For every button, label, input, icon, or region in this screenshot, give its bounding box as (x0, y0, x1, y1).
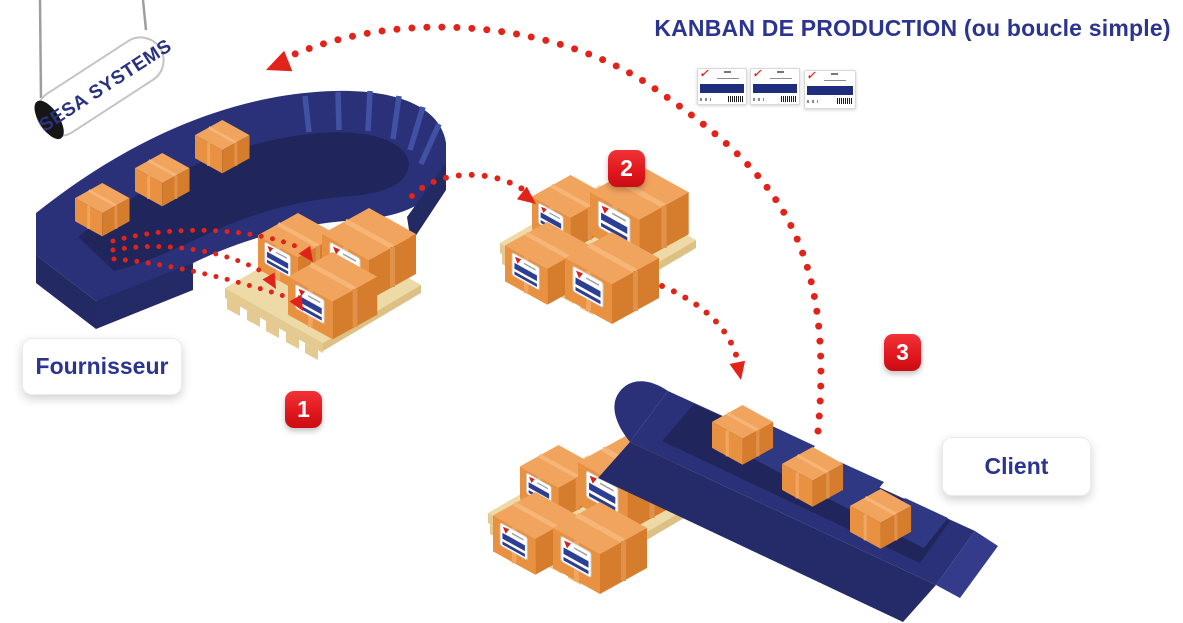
card-header: ✓ (698, 68, 744, 82)
page-title: KANBAN DE PRODUCTION (ou boucle simple) (654, 15, 1171, 41)
signature-line (717, 71, 739, 79)
signature-line (770, 71, 792, 79)
card-ref-text (753, 97, 764, 101)
check-icon: ✓ (805, 70, 818, 82)
step-badge-3: 3 (884, 334, 921, 371)
sesa-systems-banner: SESA SYSTEMS (34, 35, 176, 140)
arrow-kanban-return-loop (261, 23, 825, 435)
card-footer (807, 98, 853, 104)
card-ref-text (807, 99, 818, 103)
banner-hanger-lines (38, 0, 148, 99)
pallet-stock-intermediate (500, 165, 696, 324)
supplier-label: Fournisseur (22, 338, 182, 395)
kanban-card: ✓ (750, 68, 800, 105)
arrow-fan-conveyor-to-pallet (110, 227, 303, 302)
barcode-icon (837, 98, 853, 104)
banner-text: SESA SYSTEMS (36, 35, 176, 136)
barcode-icon (728, 96, 744, 102)
conveyor-rollers (302, 90, 442, 166)
check-icon: ✓ (751, 68, 764, 80)
card-footer (753, 96, 797, 102)
client-conveyor (598, 381, 998, 622)
card-navy-bar (753, 84, 797, 93)
card-footer (700, 96, 744, 102)
signature-line (824, 73, 846, 81)
barcode-icon (781, 96, 797, 102)
kanban-card: ✓ (804, 70, 856, 109)
arrow-stock-to-client (659, 283, 749, 382)
card-header: ✓ (805, 70, 853, 84)
card-ref-text (700, 97, 711, 101)
step-badge-1: 1 (285, 391, 322, 428)
supplier-conveyor (36, 90, 446, 329)
card-navy-bar (807, 86, 853, 95)
client-label: Client (942, 437, 1091, 496)
arrow-production-to-stock (409, 172, 541, 211)
step-badge-2: 2 (608, 150, 645, 187)
card-navy-bar (700, 84, 744, 93)
kanban-card: ✓ (697, 68, 747, 105)
check-icon: ✓ (698, 68, 711, 80)
card-header: ✓ (751, 68, 797, 82)
